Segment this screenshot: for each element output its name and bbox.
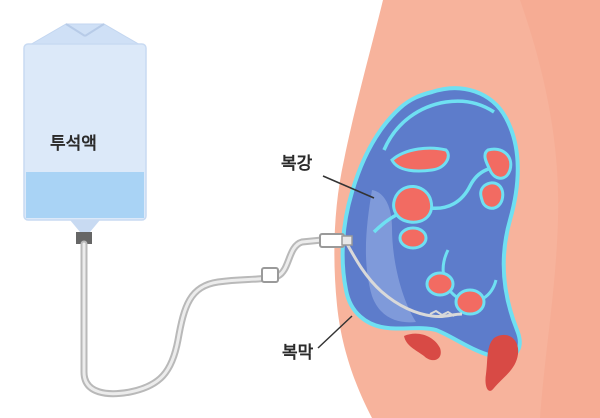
leader-line-cavity bbox=[322, 175, 375, 199]
organ-upper-right bbox=[483, 147, 513, 180]
abdomen-shading bbox=[520, 0, 600, 418]
catheter-tube-inner bbox=[82, 242, 270, 396]
membrane-fold-top bbox=[382, 99, 495, 151]
bag-connector bbox=[76, 232, 92, 244]
catheter-port-entry bbox=[341, 235, 353, 246]
organ-center-small bbox=[398, 226, 428, 250]
peritoneal-cavity-label: 복강 bbox=[281, 154, 313, 174]
dialysate-fluid bbox=[26, 172, 144, 218]
organ-bottom-right bbox=[485, 334, 519, 391]
catheter-port bbox=[319, 233, 345, 248]
catheter-internal bbox=[344, 241, 463, 319]
catheter-tube-icon bbox=[80, 240, 272, 398]
organ-middle-right bbox=[479, 181, 505, 210]
organ-lower-right bbox=[454, 288, 486, 316]
leader-line-peritoneum bbox=[317, 315, 353, 349]
organ-upper-left bbox=[390, 146, 450, 173]
tube-segment-2-inner bbox=[276, 238, 324, 278]
dialysis-bag-icon bbox=[23, 23, 147, 244]
peritoneum-label: 복막 bbox=[282, 343, 314, 363]
organ-bottom-left bbox=[404, 333, 441, 361]
organ-lower-center bbox=[425, 271, 455, 297]
dialysate-label: 투석액 bbox=[50, 134, 97, 154]
organ-middle-left bbox=[392, 185, 433, 224]
tube-connector bbox=[261, 267, 279, 283]
catheter-internal-tip bbox=[429, 309, 455, 317]
